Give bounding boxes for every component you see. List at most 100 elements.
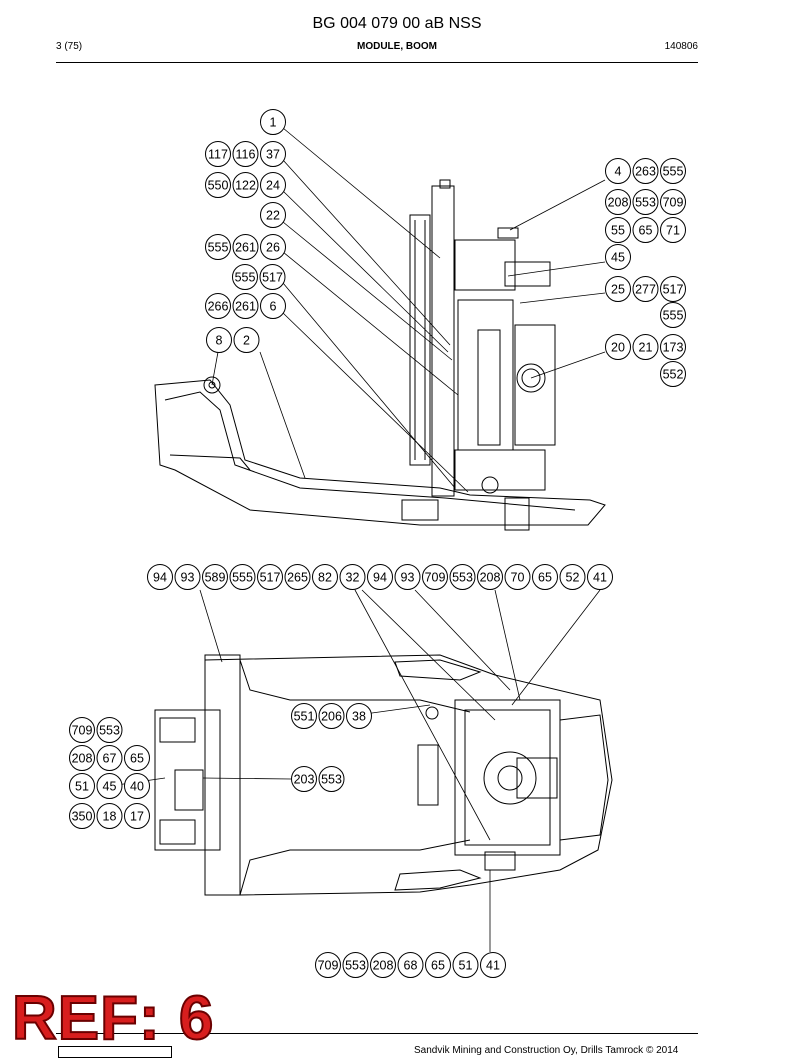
callout-number: 26 xyxy=(266,241,280,255)
callout-number: 555 xyxy=(235,271,256,285)
callout-bubble xyxy=(346,703,372,729)
callout-number: 8 xyxy=(216,334,223,348)
callout-number: 65 xyxy=(538,571,552,585)
callout-bubble xyxy=(232,293,259,319)
callout-bubble xyxy=(397,952,424,978)
callout-number: 65 xyxy=(639,224,653,238)
callout-bubble xyxy=(232,234,259,260)
callout-bubble xyxy=(147,564,173,590)
leader-line xyxy=(414,589,511,691)
callout-bubble xyxy=(124,773,150,799)
callout-bubble xyxy=(205,293,231,319)
callout-number: 65 xyxy=(431,959,445,973)
callout-number: 93 xyxy=(181,571,195,585)
callout-number: 4 xyxy=(615,165,622,179)
document-number: BG 004 079 00 aB NSS xyxy=(312,15,482,32)
callout-bubble xyxy=(339,564,366,590)
callout-number: 261 xyxy=(235,241,256,255)
callout-number: 24 xyxy=(266,179,280,193)
callout-number: 266 xyxy=(208,300,229,314)
leader-line xyxy=(282,127,441,259)
ref-label: REF: 6 xyxy=(11,984,215,1053)
callout-bubble xyxy=(260,234,286,260)
callout-bubble xyxy=(259,264,286,290)
callout-bubble xyxy=(318,766,345,792)
callout-number: 208 xyxy=(608,196,629,210)
callout-number: 555 xyxy=(663,309,684,323)
callout-number: 553 xyxy=(345,959,366,973)
callout-number: 553 xyxy=(99,724,120,738)
callout-number: 21 xyxy=(639,341,653,355)
leader-line xyxy=(494,589,521,701)
callout-bubble xyxy=(394,564,421,590)
callout-bubble xyxy=(632,276,659,302)
callout-number: 277 xyxy=(635,283,656,297)
callout-bubble xyxy=(205,141,231,167)
sandvik-logo xyxy=(58,1046,172,1058)
callout-bubble xyxy=(449,564,476,590)
leader-line xyxy=(282,159,451,346)
leader-line xyxy=(202,777,292,780)
callout-bubble xyxy=(605,189,631,215)
leader-line xyxy=(530,351,606,379)
callout-number: 551 xyxy=(294,710,315,724)
leader-line xyxy=(519,292,606,304)
callout-bubble xyxy=(660,189,686,215)
callout-bubble xyxy=(605,334,631,360)
callout-number: 40 xyxy=(130,780,144,794)
callout-bubble xyxy=(232,264,258,290)
callout-number: 51 xyxy=(459,959,473,973)
footer-copyright: Sandvik Mining and Construction Oy, Dril… xyxy=(414,1045,679,1056)
callout-number: 208 xyxy=(480,571,501,585)
callout-number: 6 xyxy=(270,300,277,314)
callout-number: 38 xyxy=(352,710,366,724)
callout-number: 555 xyxy=(663,165,684,179)
callout-bubble xyxy=(124,745,150,771)
callout-bubble xyxy=(477,564,503,590)
callout-bubble xyxy=(174,564,201,590)
callout-bubble xyxy=(233,327,260,353)
callout-bubble xyxy=(205,172,231,198)
callout-bubble xyxy=(587,564,613,590)
callout-number: 350 xyxy=(72,810,93,824)
callout-number: 208 xyxy=(373,959,394,973)
callout-group-bottom-2: 709 553 xyxy=(69,717,123,743)
callout-number: 1 xyxy=(270,116,277,130)
callout-number: 208 xyxy=(72,752,93,766)
callout-number: 116 xyxy=(236,148,256,162)
callout-number: 122 xyxy=(235,179,256,193)
callout-number: 261 xyxy=(235,300,256,314)
callout-number: 709 xyxy=(72,724,93,738)
callout-bubble xyxy=(96,773,123,799)
callout-bubble xyxy=(367,564,393,590)
callout-bubble xyxy=(315,952,341,978)
callout-number: 553 xyxy=(452,571,473,585)
callout-group-top-13: 555 xyxy=(660,302,686,328)
leader-line xyxy=(282,221,453,361)
callout-bubble xyxy=(559,564,586,590)
callout-number: 517 xyxy=(262,271,283,285)
callout-bubble xyxy=(370,952,396,978)
callout-number: 70 xyxy=(511,571,525,585)
callout-bubble xyxy=(69,717,95,743)
callout-bubble xyxy=(69,745,95,771)
callout-number: 589 xyxy=(205,571,226,585)
footer-rule xyxy=(56,1033,698,1034)
leader-line xyxy=(361,589,496,721)
callout-group-top-6: 266 261 6 xyxy=(205,293,286,319)
callout-number: 173 xyxy=(663,341,684,355)
callout-bubble xyxy=(124,803,150,829)
callout-bubble xyxy=(69,773,95,799)
callout-group-top-0: 1 xyxy=(260,109,286,135)
callout-bubble xyxy=(318,703,345,729)
